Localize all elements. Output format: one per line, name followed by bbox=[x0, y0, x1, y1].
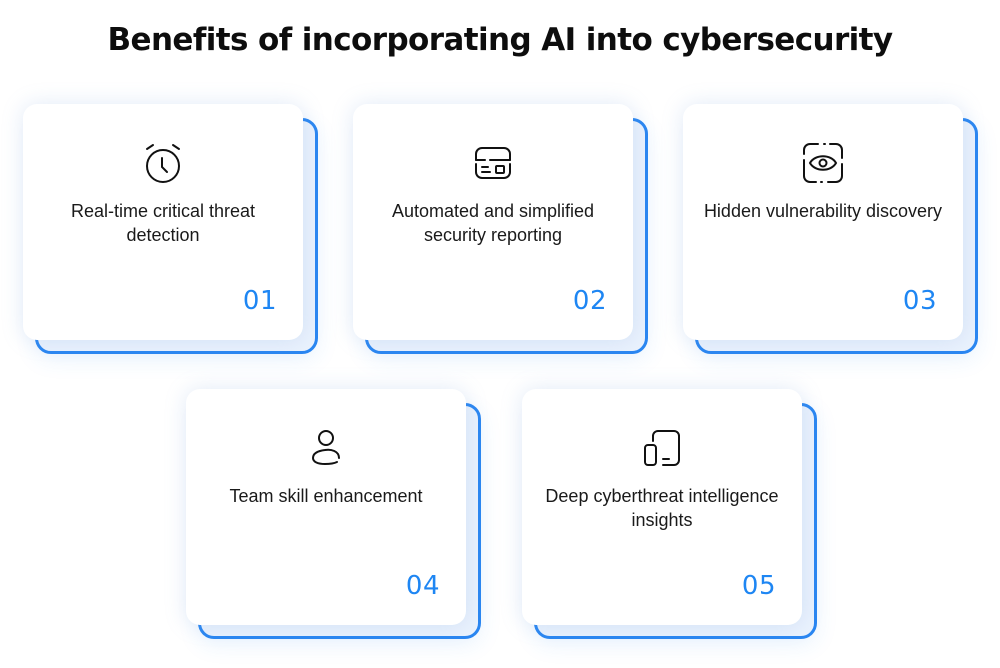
benefit-label: Team skill enhancement bbox=[229, 486, 423, 506]
card-front: Hidden vulnerability discovery 03 bbox=[683, 104, 963, 340]
card-front: Deep cyberthreat intelligence insights 0… bbox=[522, 389, 802, 625]
benefit-card-01: Real-time critical threat detection 01 bbox=[23, 104, 323, 360]
id-card-icon bbox=[470, 140, 516, 186]
benefit-card-03: Hidden vulnerability discovery 03 bbox=[683, 104, 983, 360]
benefit-number: 03 bbox=[902, 286, 937, 316]
benefit-number: 02 bbox=[572, 286, 607, 316]
alarm-clock-icon bbox=[140, 140, 186, 186]
benefit-card-02: Automated and simplified security report… bbox=[353, 104, 653, 360]
card-front: Real-time critical threat detection 01 bbox=[23, 104, 303, 340]
card-front: Team skill enhancement 04 bbox=[186, 389, 466, 625]
benefit-card-05: Deep cyberthreat intelligence insights 0… bbox=[522, 389, 822, 645]
benefit-number: 05 bbox=[741, 571, 776, 601]
devices-icon bbox=[639, 425, 685, 471]
page-title: Benefits of incorporating AI into cybers… bbox=[107, 22, 893, 58]
eye-scan-icon bbox=[800, 140, 846, 186]
benefit-label: Real-time critical threat detection bbox=[70, 201, 256, 245]
benefit-label: Hidden vulnerability discovery bbox=[703, 201, 943, 221]
benefit-label: Deep cyberthreat intelligence insights bbox=[545, 486, 779, 530]
user-icon bbox=[303, 425, 349, 471]
benefit-number: 04 bbox=[405, 571, 440, 601]
benefit-card-04: Team skill enhancement 04 bbox=[186, 389, 486, 645]
benefit-label: Automated and simplified security report… bbox=[391, 201, 595, 245]
card-front: Automated and simplified security report… bbox=[353, 104, 633, 340]
benefit-number: 01 bbox=[242, 286, 277, 316]
